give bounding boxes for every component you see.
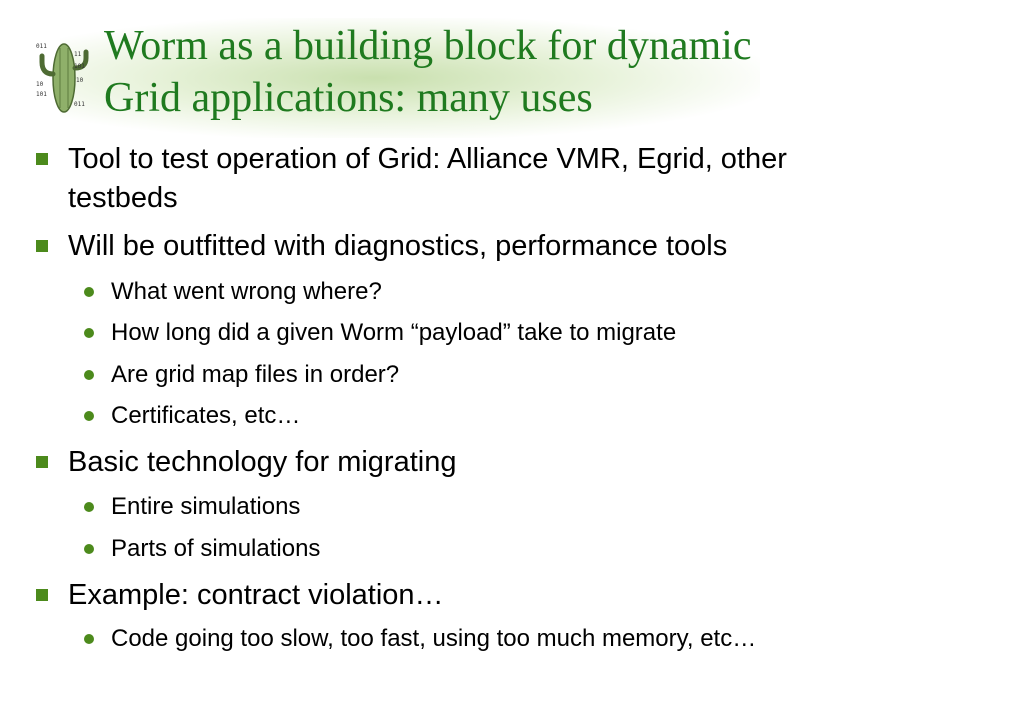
bullet-2: Will be outfitted with diagnostics, perf… (68, 230, 728, 262)
sub-bullet-3-2: Parts of simulations (111, 535, 321, 562)
slide-title: Worm as a building block for dynamic Gri… (104, 20, 751, 124)
sub-bullet-2-4: Certificates, etc… (111, 402, 301, 429)
dot-bullet-icon (84, 370, 94, 380)
svg-text:11: 11 (74, 51, 82, 58)
title-background-glow (60, 18, 760, 138)
sub-bullet-3-1: Entire simulations (111, 493, 301, 520)
svg-text:011: 011 (36, 43, 47, 50)
sub-bullet-2-3: Are grid map files in order? (111, 361, 400, 388)
bullet-1-line-2: testbeds (68, 182, 178, 214)
cactus-logo-icon: 11 101 10 011 10 101 011 (36, 43, 89, 113)
svg-text:101: 101 (36, 91, 47, 98)
square-bullet-icon (36, 456, 48, 468)
dot-bullet-icon (84, 544, 94, 554)
svg-text:10: 10 (36, 81, 44, 88)
sub-bullet-4-1: Code going too slow, too fast, using too… (111, 625, 757, 652)
svg-text:10: 10 (76, 77, 84, 84)
svg-text:101: 101 (74, 63, 85, 70)
dot-bullet-icon (84, 328, 94, 338)
square-bullet-icon (36, 153, 48, 165)
bullet-1-line-1: Tool to test operation of Grid: Alliance… (68, 143, 787, 175)
bullet-4: Example: contract violation… (68, 579, 444, 611)
bullet-3: Basic technology for migrating (68, 446, 457, 478)
svg-text:011: 011 (74, 101, 85, 108)
dot-bullet-icon (84, 287, 94, 297)
sub-bullet-2-1: What went wrong where? (111, 278, 382, 305)
slide-title-line-1: Worm as a building block for dynamic (104, 23, 752, 69)
square-bullet-icon (36, 240, 48, 252)
sub-bullet-2-2: How long did a given Worm “payload” take… (111, 319, 677, 346)
dot-bullet-icon (84, 634, 94, 644)
square-bullet-icon (36, 589, 48, 601)
slide-title-line-2: Grid applications: many uses (104, 75, 593, 121)
dot-bullet-icon (84, 411, 94, 421)
dot-bullet-icon (84, 502, 94, 512)
